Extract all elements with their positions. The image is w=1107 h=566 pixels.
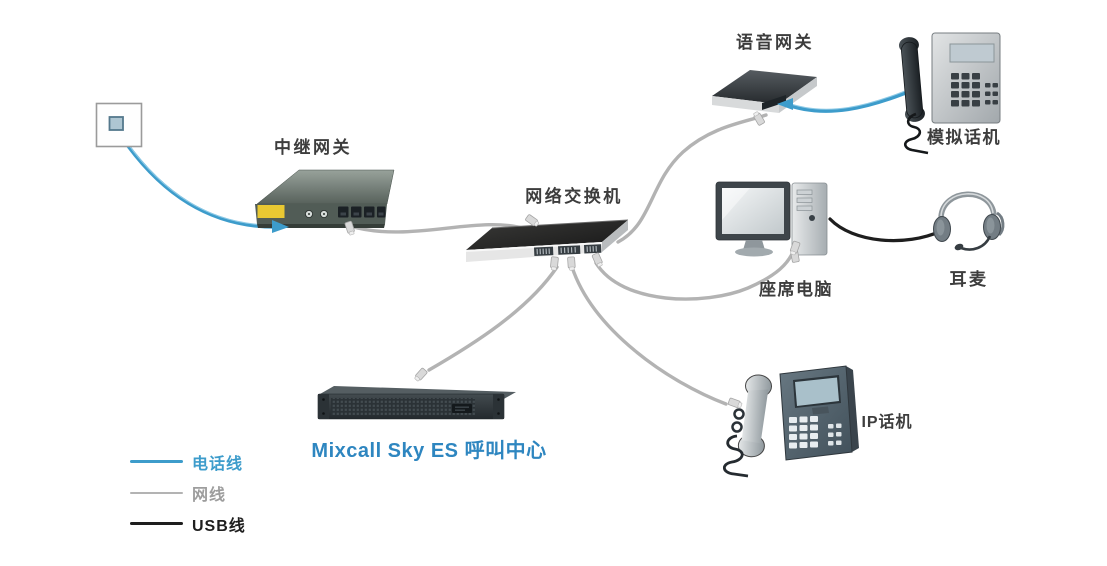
network-switch-label: 网络交换机 [525, 187, 623, 206]
server-icon [317, 386, 516, 420]
trunk-gateway-icon [255, 169, 395, 233]
cable-switch-ipphone [570, 265, 728, 406]
legend-label-network-cable: 网线 [192, 486, 227, 504]
legend: 电话线 网线 USB线 [130, 448, 310, 537]
monitor [715, 181, 791, 257]
headset-label: 耳麦 [949, 270, 989, 289]
ip-phone-cord [722, 434, 749, 478]
headset-mic-boom [960, 235, 992, 251]
phone-line-arrow [272, 220, 289, 233]
cable-switch-voicegateway [616, 113, 768, 244]
cable-plugs [344, 110, 801, 410]
analog-phone-icon [898, 32, 1001, 155]
cable-voicegateway-analogphone [780, 86, 920, 113]
analog-phone-label: 模拟话机 [927, 128, 1001, 147]
ip-phone-handset [737, 374, 773, 458]
switch-ports [534, 244, 602, 256]
cable-walljack-trunkgateway [115, 128, 278, 229]
usb-cable-swatch [130, 522, 183, 525]
headset-icon [933, 191, 1005, 251]
ip-phone-label: IP话机 [861, 414, 913, 431]
agent-computer-label: 座席电脑 [759, 280, 833, 299]
wall-jack-icon [95, 102, 143, 148]
phone-line-arrow [777, 98, 793, 110]
network-cable-swatch [130, 491, 183, 494]
voice-gateway-label: 语音网关 [736, 33, 814, 52]
analog-phone-handset [898, 37, 925, 122]
computer-tower [791, 182, 828, 256]
cable-trunkgateway-switch [348, 222, 528, 234]
cable-computer-headset [828, 217, 943, 243]
legend-item-usb-cable: USB线 [130, 510, 310, 537]
analog-phone-cord [903, 112, 929, 155]
cable-switch-agentcomputer [594, 250, 795, 301]
ip-phone-icon [722, 365, 859, 478]
cables-layer [115, 85, 943, 406]
network-switch-icon [466, 219, 629, 262]
server-label: Mixcall Sky ES 呼叫中心 [311, 440, 547, 462]
trunk-gateway-label: 中继网关 [274, 138, 352, 157]
legend-item-network-cable: 网线 [130, 479, 310, 506]
legend-label-usb-cable: USB线 [192, 517, 246, 535]
voice-gateway-icon [712, 70, 817, 113]
legend-item-phone-line: 电话线 [130, 448, 310, 475]
phone-line-swatch [130, 460, 183, 463]
legend-label-phone-line: 电话线 [192, 455, 244, 473]
agent-computer-icon [715, 181, 828, 257]
cable-switch-server [427, 265, 559, 372]
